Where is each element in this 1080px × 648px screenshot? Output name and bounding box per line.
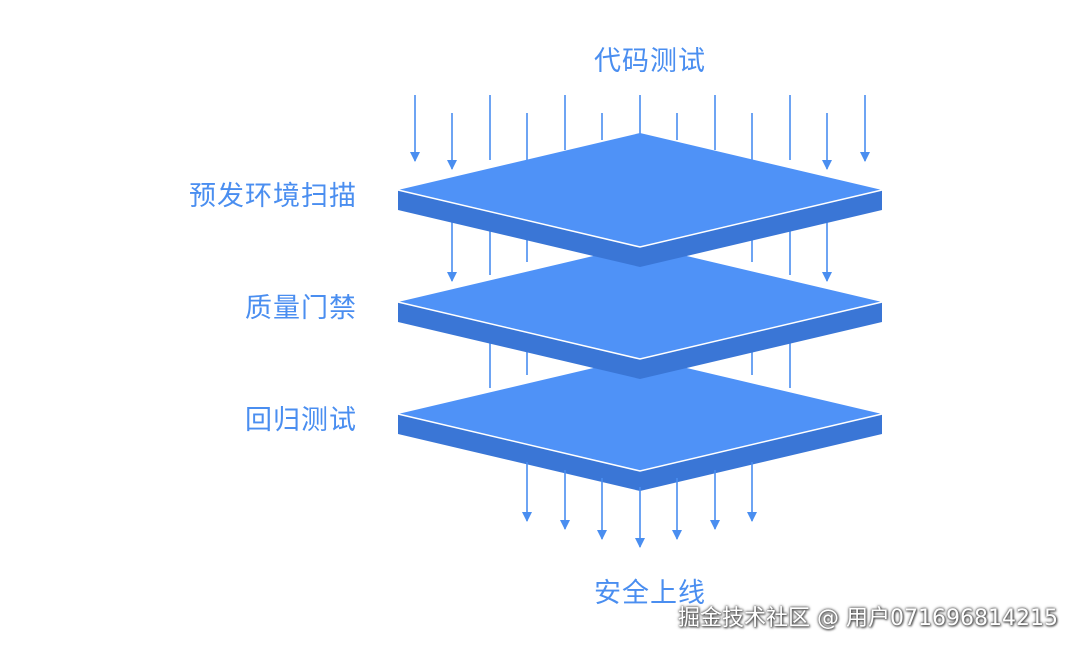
layer-regression-test [397, 357, 883, 491]
incoming-arrows [410, 95, 870, 170]
layer-label-pre-release-scan: 预发环境扫描 [189, 181, 357, 212]
layer-front-edge [397, 413, 883, 472]
layer-quality-gate [397, 245, 883, 379]
layer-label-regression-test: 回归测试 [245, 405, 357, 436]
layer-front-edge [397, 301, 883, 360]
watermark: 掘金技术社区 @ 用户071696814215 [678, 606, 1058, 631]
layer-pre-release-scan [397, 133, 883, 267]
layer-label-quality-gate: 质量门禁 [245, 293, 357, 324]
arrows-between-gate-and-regression [489, 340, 791, 388]
input-label: 代码测试 [594, 46, 706, 77]
layer-side-right [640, 190, 882, 267]
layer-side-right [640, 414, 882, 491]
output-label: 安全上线 [594, 578, 706, 609]
layer-side-left [398, 414, 640, 491]
layer-side-left [398, 302, 640, 379]
layer-side-right [640, 302, 882, 379]
layer-top-face [398, 133, 882, 247]
outgoing-arrows [522, 462, 757, 548]
layer-front-edge [397, 189, 883, 248]
layer-side-left [398, 190, 640, 267]
